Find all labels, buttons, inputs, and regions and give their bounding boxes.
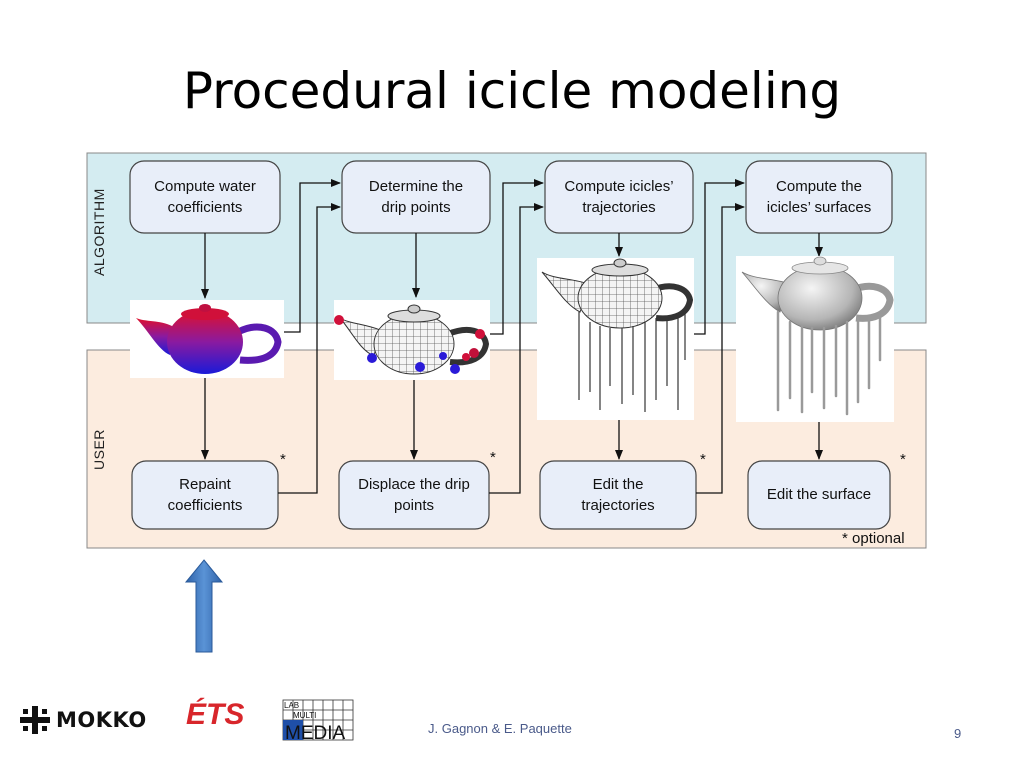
- algorithm-step-4-line1: Compute the: [776, 178, 862, 195]
- user-step-2-line1: Displace the drip: [358, 476, 470, 493]
- algorithm-step-1: Compute water coefficients: [129, 160, 281, 234]
- user-step-4: Edit the surface *: [747, 451, 906, 530]
- footer-credit: J. Gagnon & E. Paquette: [428, 721, 572, 736]
- mokko-logo-text: MOKKO: [56, 708, 147, 732]
- user-step-4-line1: Edit the surface: [767, 486, 871, 503]
- mokko-logo: MOKKO: [20, 706, 147, 734]
- user-step-2-optional-mark: *: [490, 449, 496, 466]
- flow-arrows: [201, 179, 823, 494]
- slide-title: Procedural icicle modeling: [182, 62, 842, 120]
- user-step-2-line2: points: [394, 497, 434, 514]
- user-step-3-optional-mark: *: [700, 451, 706, 468]
- ets-logo: ÉTS: [186, 698, 245, 731]
- algorithm-step-1-line1: Compute water: [154, 178, 256, 195]
- user-step-2: Displace the drip points *: [338, 449, 496, 530]
- drip-points-teapot-image: [334, 300, 490, 380]
- svg-text:MULTI: MULTI: [293, 711, 316, 720]
- algorithm-step-4-line2: icicles’ surfaces: [767, 199, 871, 216]
- colored-teapot-image: [130, 300, 284, 378]
- lab-multimedia-logo: LAB MULTI MEDIA: [281, 698, 355, 744]
- algorithm-step-3: Compute icicles’ trajectories: [544, 160, 694, 234]
- algorithm-step-1-line2: coefficients: [168, 199, 243, 216]
- user-step-1-line2: coefficients: [168, 497, 243, 514]
- algorithm-step-3-line1: Compute icicles’: [564, 178, 673, 195]
- user-step-1: Repaint coefficients *: [131, 451, 286, 530]
- trajectories-teapot-image: [537, 258, 694, 420]
- algorithm-step-2: Determine the drip points: [341, 160, 491, 234]
- user-label: USER: [91, 429, 107, 470]
- svg-text:LAB: LAB: [284, 701, 299, 710]
- user-step-3-line2: trajectories: [581, 497, 654, 514]
- page-number: 9: [954, 726, 962, 741]
- algorithm-step-3-line2: trajectories: [582, 199, 655, 216]
- surface-teapot-image: [736, 256, 894, 422]
- user-step-3: Edit the trajectories *: [539, 451, 706, 530]
- svg-text:MEDIA: MEDIA: [285, 723, 346, 742]
- user-step-3-line1: Edit the: [593, 476, 644, 493]
- user-step-1-line1: Repaint: [179, 476, 232, 493]
- up-arrow-icon: [184, 559, 224, 653]
- mokko-mark-icon: [20, 706, 50, 734]
- user-step-4-optional-mark: *: [900, 451, 906, 468]
- user-step-1-optional-mark: *: [280, 451, 286, 468]
- algorithm-step-4: Compute the icicles’ surfaces: [745, 160, 893, 234]
- algorithm-label: ALGORITHM: [91, 188, 107, 276]
- algorithm-step-2-line2: drip points: [381, 199, 450, 216]
- optional-note: * optional: [842, 530, 905, 547]
- algorithm-step-2-line1: Determine the: [369, 178, 463, 195]
